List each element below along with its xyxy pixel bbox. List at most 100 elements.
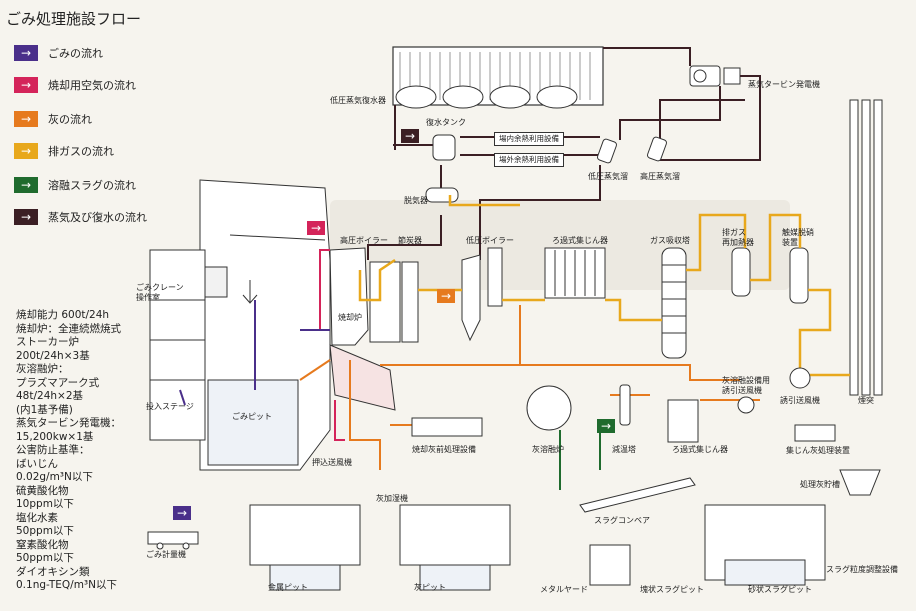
label-water-slag: 塊状スラグピット — [640, 585, 704, 594]
legend-label: ごみの流れ — [48, 47, 103, 60]
label-low-pressure-header: 低圧蒸気溜 — [588, 172, 628, 181]
label-metal-yard: メタルヤード — [540, 585, 588, 594]
label-fly-ash-treatment: 集じん灰処理装置 — [786, 446, 850, 455]
spec-line: プラズマアーク式 — [16, 376, 100, 389]
label-incinerator: 焼却炉 — [338, 313, 362, 322]
bottom-pits — [249, 504, 826, 591]
steam-headers — [597, 136, 667, 164]
legend-label: 溶融スラグの流れ — [48, 179, 136, 192]
spec-line: 焼却能力 600t/24h — [16, 309, 110, 321]
label-slag-grading: スラグ粒度調整設備 — [826, 565, 898, 574]
legend-label: 蒸気及び復水の流れ — [48, 211, 147, 224]
legend-swatch: → — [14, 111, 38, 127]
weighbridge-truck — [147, 531, 199, 550]
ash-melting-equipment — [411, 367, 881, 496]
legend-item: → 蒸気及び復水の流れ — [14, 208, 147, 226]
reheater-catalyst — [731, 247, 809, 304]
label-bag-filter-2: ろ過式集じん器 — [672, 445, 728, 454]
spec-line: ばいじん — [16, 457, 58, 470]
label-turbine-generator: 蒸気タービン発電機 — [748, 80, 820, 89]
spec-line: 0.02g/m³N以下 — [16, 471, 93, 483]
spec-line: 焼却炉：全連続燃焼式 — [16, 322, 121, 335]
label-low-pressure-condenser: 低圧蒸気復水器 — [330, 96, 386, 105]
marker-air: → — [304, 220, 328, 236]
label-condensate-tank: 復水タンク — [426, 118, 466, 127]
label-treated-ash-hopper: 処理灰貯槽 — [800, 480, 840, 489]
spec-line: 48t/24h×2基 — [16, 390, 84, 402]
label-bag-filter-1: ろ過式集じん器 — [552, 236, 608, 245]
label-cooling-tower: 減温塔 — [612, 445, 636, 454]
spec-line: 50ppm以下 — [16, 552, 74, 564]
spec-line: 200t/24h×3基 — [16, 349, 90, 362]
slag-flow-lines — [559, 425, 601, 490]
label-melting-induced-fan: 灰溶融設備用 誘引送風機 — [722, 376, 770, 395]
condensate-tank — [432, 134, 456, 161]
label-crane-room: ごみクレーン 操作室 — [136, 283, 184, 302]
spec-line: 0.1ng-TEQ/m³N以下 — [16, 579, 117, 591]
spec-line: 50ppm以下 — [16, 525, 74, 537]
label-input-stage: 投入ステージ — [146, 402, 194, 411]
legend-item: → ごみの流れ — [14, 44, 103, 62]
bag-filter-1 — [544, 247, 606, 299]
label-offsite-heat: 場外余熱利用設備 — [494, 153, 564, 167]
label-economizer: 節炭器 — [398, 236, 422, 245]
spec-line: 硫黄酸化物 — [16, 484, 69, 497]
exhaust-gas-lines — [358, 195, 850, 377]
spec-line: 公害防止基準： — [16, 444, 90, 456]
stack-pipes — [849, 99, 883, 396]
label-sand-slag: 砂状スラグピット — [748, 585, 812, 594]
marker-slag: → — [594, 418, 618, 434]
label-metal-pit: 金属ピット — [268, 583, 308, 592]
legend-swatch: → — [14, 209, 38, 225]
legend-swatch: → — [14, 77, 38, 93]
spec-line: 15,200kw×1基 — [16, 430, 94, 443]
legend-swatch: → — [14, 177, 38, 193]
spec-line: 窒素酸化物 — [16, 538, 69, 551]
refuse-bunker-building — [149, 179, 331, 471]
label-primary-air-fan: 押込送風機 — [312, 458, 352, 467]
deaerator-unit — [425, 187, 459, 203]
spec-line: (内1基予備) — [16, 403, 73, 416]
spec-line: 10ppm以下 — [16, 498, 74, 510]
spec-line: ダイオキシン類 — [16, 565, 90, 578]
spec-line: 灰溶融炉： — [16, 363, 69, 375]
label-weighbridge: ごみ計量機 — [146, 550, 186, 559]
page-title: ごみ処理施設フロー — [6, 10, 142, 28]
label-ash-hopper: 灰加湿機 — [376, 494, 408, 503]
legend-item: → 灰の流れ — [14, 110, 92, 128]
marker-refuse: → — [170, 505, 194, 521]
label-ash-melting-furnace: 灰溶融炉 — [532, 445, 564, 454]
label-high-pressure-header: 高圧蒸気溜 — [640, 172, 680, 181]
label-refuse-pit: ごみピット — [232, 412, 272, 421]
gas-scrubber-tower — [661, 247, 687, 359]
legend-item: → 焼却用空気の流れ — [14, 76, 136, 94]
marker-ash: → — [434, 288, 458, 304]
label-slag-conveyor: スラグコンベア — [594, 516, 650, 525]
label-flue-gas-reheater: 排ガス 再加熱器 — [722, 228, 754, 247]
legend-label: 灰の流れ — [48, 113, 92, 126]
condenser-unit — [392, 46, 604, 109]
legend-swatch: → — [14, 143, 38, 159]
slag-conveyor — [579, 477, 696, 513]
label-low-pressure-boiler: 低圧ボイラー — [466, 236, 514, 245]
spec-line: 蒸気タービン発電機： — [16, 417, 121, 429]
label-stack: 煙突 — [858, 396, 874, 405]
label-ash-pit: 灰ピット — [414, 583, 446, 592]
spec-line: ストーカー炉 — [16, 336, 79, 348]
incinerator-boiler-block — [329, 247, 503, 411]
legend-label: 焼却用空気の流れ — [48, 79, 136, 92]
label-onsite-heat: 場内余熱利用設備 — [494, 132, 564, 146]
air-flow-lines — [319, 249, 345, 441]
legend-item: →排ガスの流れ — [14, 142, 114, 160]
spec-line: 塩化水素 — [16, 511, 58, 524]
label-induced-fan: 誘引送風機 — [780, 396, 820, 405]
turbine-generator-icon — [689, 65, 741, 87]
label-deaerator: 脱気器 — [404, 196, 428, 205]
refuse-flow-lines — [179, 300, 330, 406]
label-gas-scrubber: ガス吸収塔 — [650, 236, 690, 245]
marker-steam: → — [398, 128, 422, 144]
label-high-pressure-boiler: 高圧ボイラー — [340, 236, 388, 245]
legend-swatch: → — [14, 45, 38, 61]
